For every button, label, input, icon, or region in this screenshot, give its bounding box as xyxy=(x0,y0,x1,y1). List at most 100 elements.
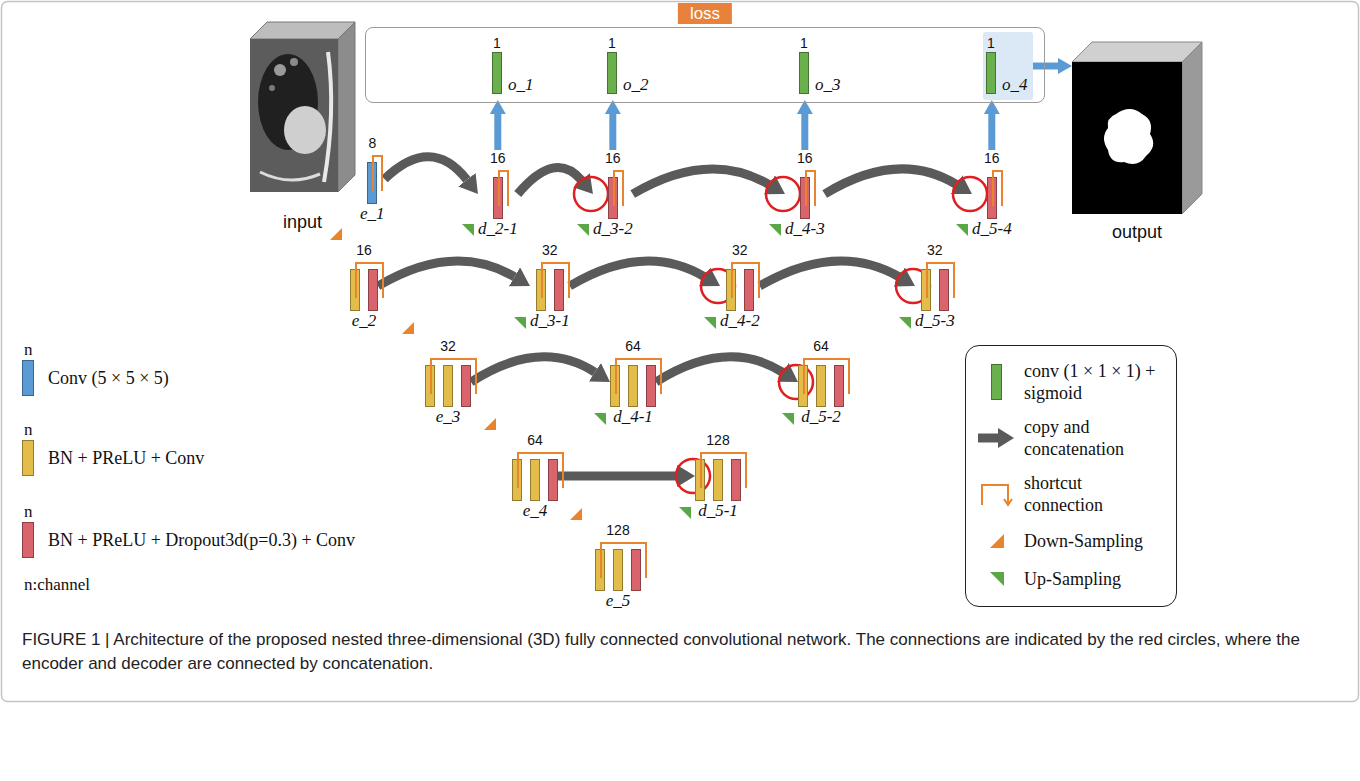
output-head: 1o_1 xyxy=(489,32,539,100)
legend-text: copy and concatenation xyxy=(1024,416,1164,460)
block-name: d_5-4 xyxy=(972,219,1012,238)
layer-stack xyxy=(493,167,503,219)
layer-bar xyxy=(530,459,540,501)
channel-count: 32 xyxy=(732,242,748,259)
output-arrow xyxy=(609,114,616,150)
legend-row: BN + PReLU + Conv xyxy=(22,440,204,476)
block-name: e_4 xyxy=(523,501,548,520)
output-head-column: 1 xyxy=(799,35,809,94)
output-head: 1 o_3 xyxy=(796,32,846,100)
layer-bar xyxy=(646,365,656,407)
concat-arrow xyxy=(518,167,582,194)
layer-stack xyxy=(367,152,377,204)
network-block: 16d_2-1 xyxy=(478,150,518,238)
legend-row: Down-Sampling xyxy=(974,528,1168,554)
network-block: 16e_2 xyxy=(350,242,378,330)
layer-stack xyxy=(987,167,997,219)
channel-count: 32 xyxy=(927,242,943,259)
volume-label: input xyxy=(250,212,355,233)
up-sampling-triangle xyxy=(594,413,606,425)
layer-stack xyxy=(350,259,378,311)
layer-bar xyxy=(461,365,471,407)
legend-text: shortcut connection xyxy=(1024,472,1164,516)
channel-count: 1 xyxy=(493,35,501,52)
volume-node: input xyxy=(250,22,355,233)
layer-bar xyxy=(713,459,723,501)
channel-count: 32 xyxy=(542,242,558,259)
layer-bar xyxy=(631,549,641,591)
layer-stack xyxy=(425,355,471,407)
legend-swatch xyxy=(22,440,34,476)
layer-bar xyxy=(368,269,378,311)
block-name: e_5 xyxy=(606,591,631,610)
tumor xyxy=(284,106,326,154)
layer-stack xyxy=(695,449,741,501)
output-name: o_2 xyxy=(623,75,649,94)
layer-stack xyxy=(726,259,754,311)
down-sampling-triangle xyxy=(570,508,582,520)
up-sampling-triangle xyxy=(899,317,911,329)
legend-row: copy and concatenation xyxy=(974,416,1168,460)
layer-bar xyxy=(443,365,453,407)
highlight-circle xyxy=(574,177,608,211)
network-block: 16d_3-2 xyxy=(593,150,633,238)
legend-text: conv (1 × 1 × 1) + sigmoid xyxy=(1024,360,1164,404)
output-arrow xyxy=(801,114,808,150)
layer-bar xyxy=(744,269,754,311)
shortcut-bracket xyxy=(430,358,477,394)
layer-stack xyxy=(800,167,810,219)
cube-side xyxy=(1182,42,1202,214)
network-block: 16d_4-3 xyxy=(785,150,825,238)
channel-count: 64 xyxy=(813,338,829,355)
output-arrow xyxy=(494,114,501,150)
shortcut-bracket xyxy=(700,452,747,488)
volume-node: output xyxy=(1072,42,1202,243)
legend-symbol xyxy=(976,528,1016,554)
legend-sample xyxy=(974,566,1018,592)
highlight-circle xyxy=(766,177,800,211)
layer-stack xyxy=(798,355,844,407)
airway xyxy=(269,85,275,91)
sigmoid-conv-bar xyxy=(986,52,996,94)
ct-slice xyxy=(250,39,338,192)
sigmoid-conv-bar xyxy=(607,52,617,94)
legend-text: BN + PReLU + Dropout3d(p=0.3) + Conv xyxy=(48,529,355,551)
shortcut-bracket xyxy=(600,542,647,578)
up-sampling-triangle xyxy=(782,413,794,425)
channel-count: 128 xyxy=(606,522,629,539)
legend-item: nBN + PReLU + Dropout3d(p=0.3) + Conv xyxy=(22,502,355,558)
mask-volume xyxy=(1072,42,1202,214)
layer-stack xyxy=(610,355,656,407)
legend-item: nConv (5 × 5 × 5) xyxy=(22,340,169,396)
output-name: o_3 xyxy=(815,75,841,94)
cube-top xyxy=(250,22,355,39)
shortcut-bracket xyxy=(613,170,624,206)
output-head-column: 1 xyxy=(986,35,996,94)
channel-count: 8 xyxy=(368,135,376,152)
down-sampling-triangle xyxy=(484,418,496,430)
network-block: 32d_3-1 xyxy=(530,242,570,330)
volume-label: output xyxy=(1072,222,1202,243)
block-name: d_4-3 xyxy=(785,219,825,238)
frame-border xyxy=(2,2,1359,702)
block-name: e_3 xyxy=(436,407,461,426)
legend-text: Conv (5 × 5 × 5) xyxy=(48,367,169,389)
sigmoid-conv-bar xyxy=(799,52,809,94)
highlight-circle xyxy=(953,177,987,211)
concat-arrow xyxy=(471,357,595,382)
figure-caption: FIGURE 1 | Architecture of the proposed … xyxy=(22,628,1338,676)
channel-note: n:channel xyxy=(22,575,90,595)
output-head-column: 1 xyxy=(492,35,502,94)
layer-stack xyxy=(921,259,949,311)
layer-bar xyxy=(731,459,741,501)
loss-box: loss1o_11o_21o_31o_4 xyxy=(365,27,1045,103)
concat-arrow xyxy=(825,169,957,194)
legend-sample xyxy=(974,528,1018,554)
layer-bar xyxy=(554,269,564,311)
up-sampling-triangle xyxy=(769,224,781,236)
loss-heading: loss xyxy=(678,3,732,24)
output-head: 1o_2 xyxy=(604,32,654,100)
concat-arrow xyxy=(558,472,677,481)
up-sampling-triangle xyxy=(679,507,691,519)
